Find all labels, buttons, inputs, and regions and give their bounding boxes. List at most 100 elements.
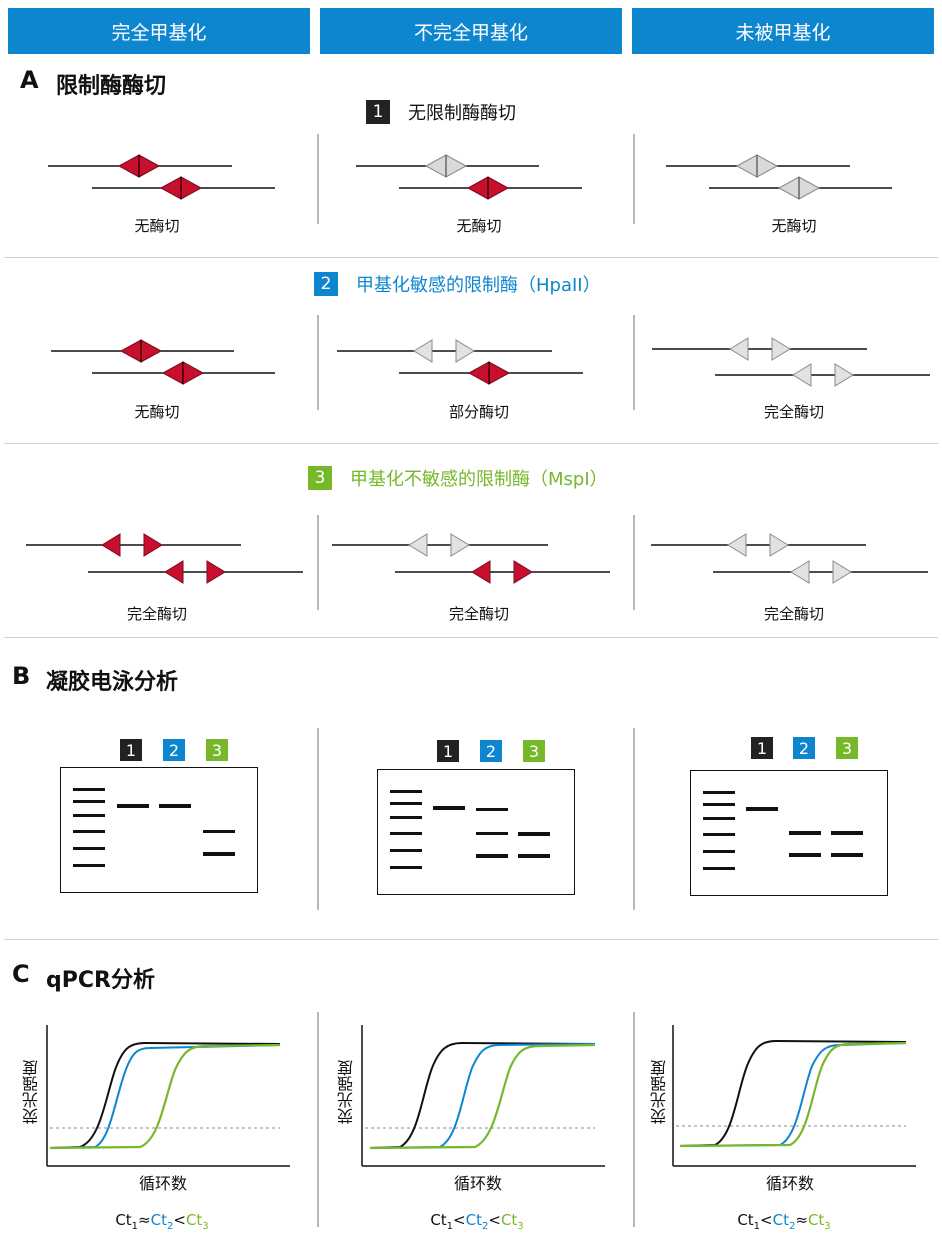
row2-col1-dna	[51, 339, 275, 385]
lane2-band	[476, 832, 508, 835]
curve-3	[679, 1041, 907, 1148]
row3-title: 3 甲基化不敏感的限制酶（MspI）	[308, 465, 608, 491]
ladder-band	[703, 791, 735, 794]
row1-col1-dna	[48, 154, 275, 200]
qpcr-panel-3	[672, 1025, 916, 1167]
gel1-lane-label-3: 3	[206, 739, 228, 761]
gel3-lane-label-1: 1	[751, 737, 773, 759]
lane3-band	[831, 831, 863, 835]
lane2-band	[789, 853, 821, 857]
ladder-band	[703, 833, 735, 836]
section-a-title: 限制酶酶切	[56, 74, 167, 99]
row3-number-badge: 3	[308, 466, 332, 490]
divider-a1-left	[317, 134, 319, 224]
row1-col3-dna	[666, 154, 892, 200]
separator-section-c	[4, 939, 938, 940]
ladder-band	[73, 814, 105, 817]
lane3-band	[518, 854, 550, 858]
gel3-lane-label-3: 3	[836, 737, 858, 759]
curve-1	[679, 1039, 907, 1147]
ladder-band	[703, 803, 735, 806]
qpcr2-ct-formula: Ct1<Ct2<Ct3	[430, 1211, 524, 1232]
row1-number-badge: 1	[366, 100, 390, 124]
row3-col1-caption: 完全酶切	[126, 605, 187, 623]
row1-col2-caption: 无酶切	[456, 217, 502, 235]
row2-title-text: 甲基化敏感的限制酶（HpaII）	[356, 275, 601, 296]
row3-col3-dna	[651, 533, 928, 584]
ladder-band	[390, 849, 422, 852]
qpcr1-ylabel: 荧光强度	[22, 1060, 41, 1124]
section-b-letter: B	[12, 662, 31, 690]
digest-diagrams	[26, 154, 930, 584]
lane3-band	[203, 852, 235, 856]
row3-col3-caption: 完全酶切	[763, 605, 824, 623]
lane3-band	[203, 830, 235, 833]
row2-col2-caption: 部分酶切	[448, 403, 509, 421]
row2-title: 2 甲基化敏感的限制酶（HpaII）	[314, 271, 601, 297]
lane2-band	[476, 808, 508, 811]
row2-col1-caption: 无酶切	[134, 403, 180, 421]
curve-2	[49, 1044, 281, 1149]
gel-1	[60, 767, 258, 893]
qpcr-panel-2	[361, 1025, 605, 1167]
row1-col2-dna	[356, 154, 582, 200]
gel1-lane-label-1: 1	[120, 739, 142, 761]
curve-2	[369, 1043, 596, 1149]
divider-c-right	[633, 1012, 635, 1227]
gel2-lane-label-2: 2	[480, 740, 502, 762]
curve-3	[49, 1043, 281, 1150]
section-c-title: qPCR分析	[46, 968, 155, 993]
gel-2	[377, 769, 575, 895]
row2-col3-caption: 完全酶切	[763, 403, 824, 421]
ladder-band	[703, 867, 735, 870]
lane1-band	[117, 804, 149, 808]
header-unmethylated: 未被甲基化	[632, 8, 934, 54]
ladder-band	[73, 864, 105, 867]
lane3-band	[518, 832, 550, 836]
qpcr3-xlabel: 循环数	[765, 1174, 814, 1193]
separator-row1	[4, 257, 938, 258]
divider-a1-right	[633, 134, 635, 224]
ladder-band	[703, 817, 735, 820]
section-a-letter: A	[20, 66, 39, 94]
divider-c-left	[317, 1012, 319, 1227]
lane3-band	[831, 853, 863, 857]
separator-row2	[4, 443, 938, 444]
lane2-band	[476, 854, 508, 858]
row1-col3-caption: 无酶切	[771, 217, 817, 235]
row1-title: 1 无限制酶酶切	[366, 99, 516, 125]
curve-1	[49, 1041, 281, 1149]
gel1-lane-label-2: 2	[163, 739, 185, 761]
qpcr-panel-1	[46, 1025, 290, 1167]
ladder-band	[73, 800, 105, 803]
ladder-band	[390, 866, 422, 869]
header-partially-methylated: 不完全甲基化	[320, 8, 622, 54]
qpcr3-ylabel: 荧光强度	[650, 1060, 669, 1124]
ladder-band	[390, 790, 422, 793]
row1-title-text: 无限制酶酶切	[408, 103, 516, 124]
separator-section-b	[4, 637, 938, 638]
divider-a3-left	[317, 515, 319, 610]
lane1-band	[746, 807, 778, 811]
ladder-band	[73, 830, 105, 833]
row1-col1-caption: 无酶切	[134, 217, 180, 235]
section-b-title: 凝胶电泳分析	[46, 670, 179, 695]
header-fully-methylated: 完全甲基化	[8, 8, 310, 54]
ladder-band	[390, 816, 422, 819]
row3-col1-dna	[26, 533, 303, 584]
qpcr2-xlabel: 循环数	[453, 1174, 502, 1193]
section-c-letter: C	[12, 960, 30, 988]
divider-a2-right	[633, 315, 635, 410]
gel-3	[690, 770, 888, 896]
ladder-band	[390, 802, 422, 805]
curve-2	[679, 1042, 907, 1147]
ladder-band	[73, 847, 105, 850]
ladder-band	[703, 850, 735, 853]
divider-a3-right	[633, 515, 635, 610]
row3-col2-caption: 完全酶切	[448, 605, 509, 623]
curve-3	[369, 1043, 596, 1150]
row2-col2-dna	[337, 339, 583, 385]
row3-title-text: 甲基化不敏感的限制酶（MspI）	[350, 469, 608, 490]
lane2-band	[789, 831, 821, 835]
qpcr1-ct-formula: Ct1≈Ct2<Ct3	[115, 1211, 209, 1232]
